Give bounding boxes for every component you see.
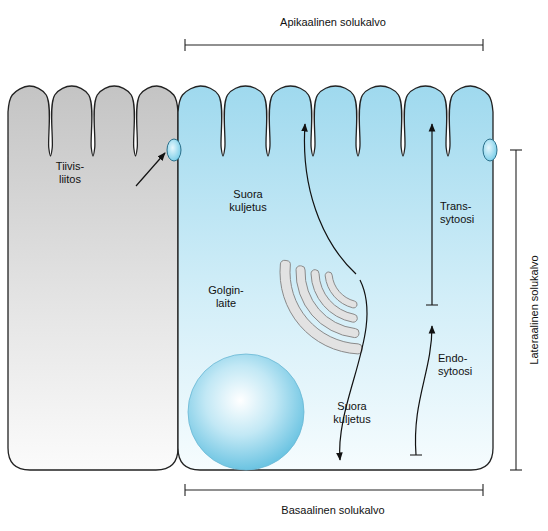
epithelial-cell xyxy=(178,86,493,470)
golgi-cisterna xyxy=(280,260,362,354)
bracket-line xyxy=(185,489,483,490)
bracket-line xyxy=(185,44,483,45)
bracket-line xyxy=(184,484,185,496)
neighbour-cell xyxy=(8,86,178,470)
tight-junction xyxy=(167,139,181,161)
golgi-cisterna xyxy=(325,272,357,308)
golgi-cisterna xyxy=(311,270,357,323)
organelle-label: Golgin- laite xyxy=(203,284,249,310)
cells xyxy=(8,39,522,496)
membrane-label: Basaalinen solukalvo xyxy=(233,504,433,517)
transport-arrow xyxy=(304,124,356,274)
membrane-label: Lateraalinen solukalvo xyxy=(528,255,541,364)
golgi-cisterna xyxy=(296,266,359,338)
bracket-line xyxy=(482,484,483,496)
transport-arrow xyxy=(340,280,367,460)
bracket-line xyxy=(410,454,422,455)
bracket-line xyxy=(426,304,438,305)
membrane-label: Apikaalinen solukalvo xyxy=(233,16,433,29)
tight-junction xyxy=(483,139,497,161)
transport-arrow xyxy=(415,326,432,455)
nucleus xyxy=(188,354,304,470)
transport-label: Endo- sytoosi xyxy=(438,352,488,378)
bracket-line xyxy=(510,149,522,150)
bracket-line xyxy=(510,469,522,470)
transport-arrow xyxy=(431,124,432,305)
transport-label: Trans- sytoosi xyxy=(440,200,490,226)
transport-label: Suora kuljetus xyxy=(325,400,379,426)
bracket-line xyxy=(482,39,483,51)
transport-label: Suora kuljetus xyxy=(221,188,275,214)
transport-arrow xyxy=(136,153,165,186)
bracket-line xyxy=(515,150,516,470)
junction-label: Tiivis- liitos xyxy=(48,160,92,186)
bracket-line xyxy=(184,39,185,51)
